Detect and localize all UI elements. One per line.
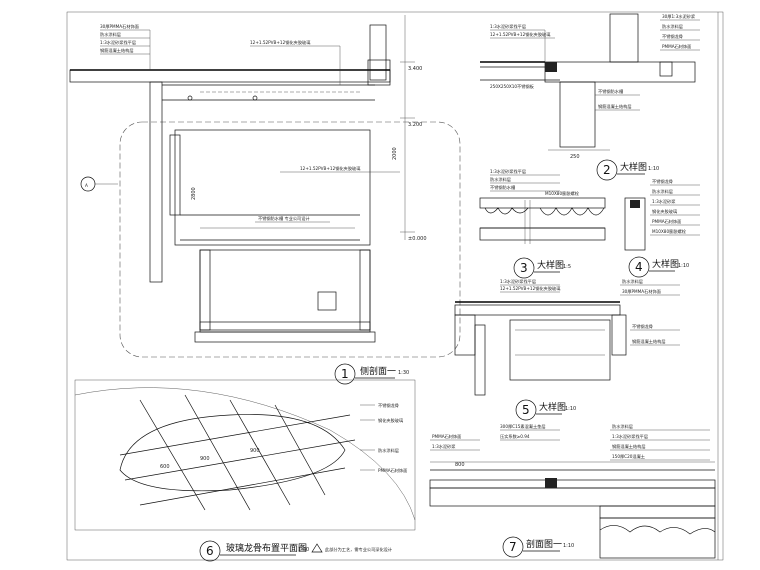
svg-text:防水涂料层: 防水涂料层 xyxy=(622,278,643,285)
svg-text:1:3水泥砂浆找平层: 1:3水泥砂浆找平层 xyxy=(490,23,526,30)
detail-7-scale: 1:10 xyxy=(563,543,574,549)
detail-6-number-circle xyxy=(199,540,221,562)
svg-text:PMMA石材饰面: PMMA石材饰面 xyxy=(378,467,407,474)
svg-text:2800: 2800 xyxy=(191,187,197,200)
detail-5-title: 大样图 xyxy=(539,401,566,413)
svg-text:不锈钢防水槽: 不锈钢防水槽 xyxy=(490,184,516,191)
sheet-border xyxy=(66,11,724,561)
svg-text:不锈钢防水槽: 不锈钢防水槽 xyxy=(598,88,624,95)
svg-text:压实系数≥0.94: 压实系数≥0.94 xyxy=(500,433,530,440)
detail-3-section: 1:3水泥砂浆找平层 防水涂料层 不锈钢防水槽 M10X80膨胀螺栓 3 大样图… xyxy=(479,168,606,279)
svg-text:300厚C15素混凝土垫层: 300厚C15素混凝土垫层 xyxy=(500,423,546,430)
detail-2-scale: 1:10 xyxy=(648,166,659,172)
svg-text:钢筋混凝土结构层: 钢筋混凝土结构层 xyxy=(612,443,646,450)
detail-3-scale: 1:5 xyxy=(563,264,571,270)
detail-6-scale: 1:40 xyxy=(298,547,309,553)
detail-1-number-circle xyxy=(334,363,356,385)
svg-text:12+1.52PVB+12钢化夹胶玻璃: 12+1.52PVB+12钢化夹胶玻璃 xyxy=(490,31,550,38)
svg-text:PMMA石材饰面: PMMA石材饰面 xyxy=(662,43,691,50)
detail-1-number: 1 xyxy=(341,367,349,381)
svg-text:12+1.52PVB+12钢化夹胶玻璃: 12+1.52PVB+12钢化夹胶玻璃 xyxy=(250,39,310,46)
svg-text:150厚C20混凝土: 150厚C20混凝土 xyxy=(612,453,645,460)
svg-text:800: 800 xyxy=(455,462,465,468)
detail-1-section: 2000 2800 30厚PMMA石材饰面 防水涂料层 1:3水泥砂浆找平层 钢… xyxy=(69,15,461,385)
detail-6-plan: 不锈钢龙骨 钢化夹胶玻璃 防水涂料层 PMMA石材饰面 600 900 900 … xyxy=(74,379,416,562)
svg-text:1:3水泥砂浆: 1:3水泥砂浆 xyxy=(432,443,456,450)
detail-5-scale: 1:10 xyxy=(565,406,576,412)
detail-7-title: 剖面图一 xyxy=(526,538,562,550)
svg-text:600: 600 xyxy=(160,464,170,470)
svg-text:1:3水泥砂浆找平层: 1:3水泥砂浆找平层 xyxy=(612,433,648,440)
level-marker: 3.400 xyxy=(408,66,422,72)
detail-5-number-circle xyxy=(515,399,537,421)
detail-6-number: 6 xyxy=(206,544,214,558)
svg-text:PMMA石材饰面: PMMA石材饰面 xyxy=(432,433,461,440)
detail-2-title: 大样图 xyxy=(620,161,647,173)
svg-text:250: 250 xyxy=(570,154,580,160)
detail-6-note: 此部分为工艺，需专业公司深化设计 xyxy=(325,546,392,553)
detail-2-number-circle xyxy=(596,159,618,181)
svg-text:900: 900 xyxy=(250,448,260,454)
detail-4-title: 大样图 xyxy=(652,258,679,270)
svg-text:12+1.52PVB+12钢化夹胶玻璃: 12+1.52PVB+12钢化夹胶玻璃 xyxy=(300,165,360,172)
svg-text:1:3水泥砂浆找平层: 1:3水泥砂浆找平层 xyxy=(100,39,136,46)
svg-text:防水涂料层: 防水涂料层 xyxy=(378,447,399,454)
svg-text:钢化夹胶玻璃: 钢化夹胶玻璃 xyxy=(652,208,677,215)
detail-3-title: 大样图 xyxy=(537,259,564,271)
svg-text:防水涂料层: 防水涂料层 xyxy=(662,23,683,30)
svg-text:不锈钢龙骨: 不锈钢龙骨 xyxy=(652,178,673,185)
svg-text:不锈钢龙骨: 不锈钢龙骨 xyxy=(378,402,399,409)
detail-2-section: 250 1:3水泥砂浆找平层 12+1.52PVB+12钢化夹胶玻璃 250X2… xyxy=(480,13,700,181)
svg-text:钢筋混凝土结构层: 钢筋混凝土结构层 xyxy=(598,103,632,110)
detail-7-number-circle xyxy=(502,536,524,558)
svg-text:12+1.52PVB+12钢化夹胶玻璃: 12+1.52PVB+12钢化夹胶玻璃 xyxy=(500,285,560,292)
svg-text:30厚PMMA石材饰面: 30厚PMMA石材饰面 xyxy=(100,23,139,30)
svg-text:30厚1:3水泥砂浆: 30厚1:3水泥砂浆 xyxy=(662,13,696,20)
svg-text:900: 900 xyxy=(200,456,210,462)
svg-text:钢筋混凝土结构层: 钢筋混凝土结构层 xyxy=(100,47,134,54)
svg-text:防水涂料层: 防水涂料层 xyxy=(100,31,121,38)
detail-4-number: 4 xyxy=(635,260,643,274)
svg-text:250X250X10不锈钢板: 250X250X10不锈钢板 xyxy=(490,83,535,90)
detail-2-number: 2 xyxy=(603,163,611,177)
detail-3-number-circle xyxy=(513,257,535,279)
detail-5-number: 5 xyxy=(522,403,530,417)
detail-3-number: 3 xyxy=(520,261,528,275)
svg-text:M10X80膨胀螺栓: M10X80膨胀螺栓 xyxy=(545,190,580,197)
detail-6-title: 玻璃龙骨布置平面图 xyxy=(226,542,307,554)
svg-text:防水涂料层: 防水涂料层 xyxy=(612,423,633,430)
detail-1-scale: 1:30 xyxy=(398,370,409,376)
svg-text:钢化夹胶玻璃: 钢化夹胶玻璃 xyxy=(378,417,403,424)
detail-5-section: 1:3水泥砂浆找平层 12+1.52PVB+12钢化夹胶玻璃 防水涂料层 30厚… xyxy=(454,278,680,421)
svg-text:PMMA石材饰面: PMMA石材饰面 xyxy=(652,218,681,225)
svg-text:2000: 2000 xyxy=(392,147,398,160)
svg-text:1:3水泥砂浆: 1:3水泥砂浆 xyxy=(652,198,676,205)
detail-4-number-circle xyxy=(628,256,650,278)
level-marker: ±0.000 xyxy=(408,236,427,242)
detail-1-title: 侧剖面一 xyxy=(360,365,396,377)
svg-text:A: A xyxy=(85,183,88,188)
svg-text:防水涂料层: 防水涂料层 xyxy=(490,176,511,183)
svg-text:不锈钢龙骨: 不锈钢龙骨 xyxy=(632,323,653,330)
detail-4-scale: 1:10 xyxy=(678,263,689,269)
detail-7-section: PMMA石材饰面 1:3水泥砂浆 300厚C15素混凝土垫层 压实系数≥0.94… xyxy=(429,423,716,559)
svg-text:防水涂料层: 防水涂料层 xyxy=(652,188,673,195)
svg-text:不锈钢防水槽 专业公司设计: 不锈钢防水槽 专业公司设计 xyxy=(258,215,310,222)
detail-4-section: 不锈钢龙骨 防水涂料层 1:3水泥砂浆 钢化夹胶玻璃 PMMA石材饰面 M10X… xyxy=(624,178,700,278)
svg-text:钢筋混凝土结构层: 钢筋混凝土结构层 xyxy=(632,338,666,345)
level-marker: 3.200 xyxy=(408,122,422,128)
svg-text:1:3水泥砂浆找平层: 1:3水泥砂浆找平层 xyxy=(490,168,526,175)
svg-text:不锈钢龙骨: 不锈钢龙骨 xyxy=(662,33,683,40)
detail-7-number: 7 xyxy=(509,540,517,554)
svg-text:M10X80膨胀螺栓: M10X80膨胀螺栓 xyxy=(652,228,687,235)
svg-text:30厚PMMA石材饰面: 30厚PMMA石材饰面 xyxy=(622,288,661,295)
svg-text:1:3水泥砂浆找平层: 1:3水泥砂浆找平层 xyxy=(500,278,536,285)
section-marker xyxy=(80,176,96,192)
